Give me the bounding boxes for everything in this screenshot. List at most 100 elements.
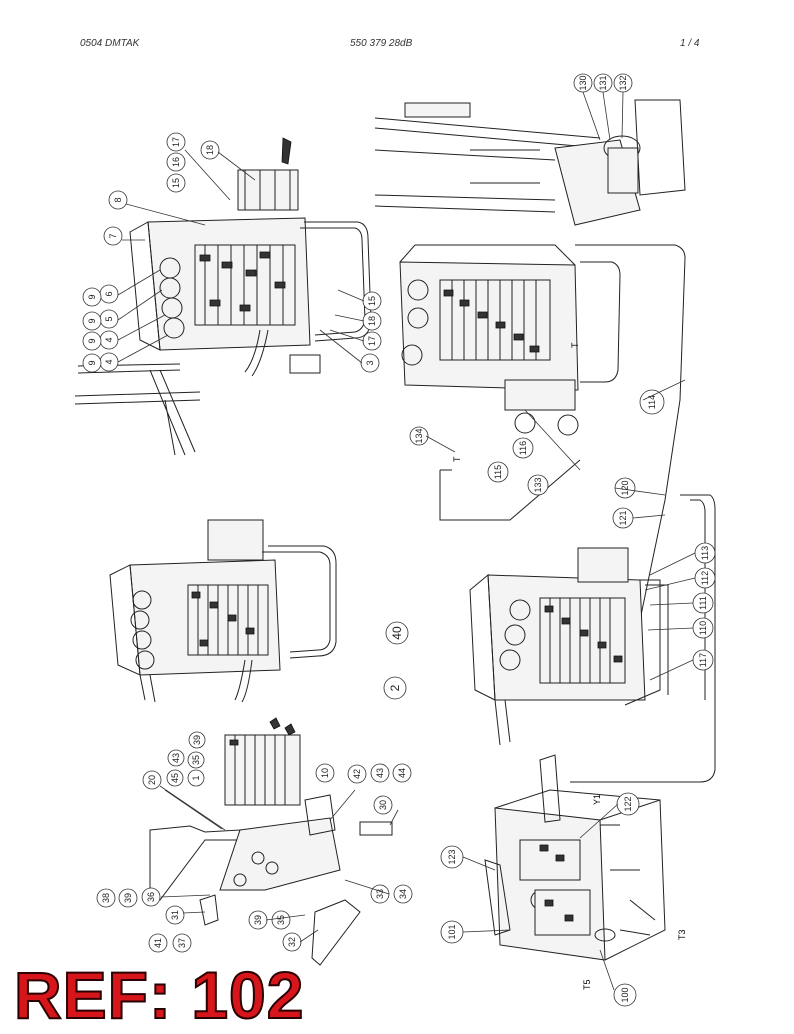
valve-box-assembly-middle-right — [469, 494, 716, 783]
callout-37: 37 — [172, 933, 192, 953]
callout-110-label: 110 — [698, 621, 708, 635]
callout-1: 1 — [187, 769, 205, 787]
callout-39a: 39 — [188, 731, 206, 749]
callout-35a: 35 — [187, 751, 205, 769]
callout-101: 101 — [440, 920, 464, 944]
callout-9a-label: 9 — [87, 294, 97, 299]
label-t5: T5 — [582, 979, 592, 990]
callout-18-label: 18 — [205, 145, 215, 155]
callout-130: 130 — [573, 73, 593, 93]
callout-15b-label: 15 — [367, 296, 377, 306]
callout-134: 134 — [409, 426, 429, 446]
callout-15-label: 15 — [171, 178, 181, 188]
callout-44-label: 44 — [397, 768, 407, 778]
callout-9c-label: 9 — [87, 338, 97, 343]
callout-17: 17 — [166, 132, 186, 152]
callout-39b: 39 — [118, 888, 138, 908]
callout-113-label: 113 — [700, 546, 710, 560]
callout-9a: 9 — [82, 287, 102, 307]
header-doc-code: 0504 DMTAK — [80, 38, 140, 49]
callout-9c: 9 — [82, 331, 102, 351]
callout-35b-label: 35 — [276, 915, 286, 925]
callout-44: 44 — [392, 763, 412, 783]
callout-33: 33 — [370, 884, 390, 904]
callout-17b-label: 17 — [367, 336, 377, 346]
callout-31: 31 — [165, 905, 185, 925]
label-t-134: T — [452, 456, 462, 462]
callout-31-label: 31 — [170, 910, 180, 920]
callout-111: 111 — [692, 592, 714, 614]
callout-110: 110 — [692, 617, 714, 639]
callout-133-label: 133 — [533, 477, 543, 492]
callout-5: 5 — [99, 309, 119, 329]
callout-100-label: 100 — [620, 987, 630, 1002]
callout-6: 6 — [99, 284, 119, 304]
callout-3-label: 3 — [365, 360, 375, 365]
callout-116-label: 116 — [518, 441, 528, 455]
callout-122: 122 — [616, 792, 640, 816]
callout-9b-label: 9 — [87, 318, 97, 323]
callout-42-label: 42 — [352, 769, 362, 779]
callout-6-label: 6 — [104, 291, 114, 296]
callout-8-label: 8 — [113, 197, 123, 202]
callout-133: 133 — [527, 474, 549, 496]
callout-20: 20 — [142, 770, 162, 790]
callout-4b: 4 — [99, 352, 119, 372]
callout-16: 16 — [166, 152, 186, 172]
callout-132-label: 132 — [618, 75, 628, 90]
callout-111-label: 111 — [698, 596, 708, 610]
callout-17b: 17 — [362, 331, 382, 351]
valve-box-assembly-bottom-right — [484, 754, 666, 961]
callout-15: 15 — [166, 173, 186, 193]
callout-114: 114 — [639, 389, 665, 415]
callout-4a-label: 4 — [104, 337, 114, 342]
callout-9d: 9 — [82, 353, 102, 373]
callout-9b: 9 — [82, 311, 102, 331]
callout-38: 38 — [96, 888, 116, 908]
callout-40: 40 — [385, 621, 409, 645]
callout-39c: 39 — [248, 910, 268, 930]
callout-30-label: 30 — [378, 800, 388, 810]
valve-box-assembly-top-left — [74, 137, 372, 456]
callout-4b-label: 4 — [104, 359, 114, 364]
callout-7: 7 — [103, 226, 123, 246]
callout-41-label: 41 — [153, 938, 163, 948]
label-y1: Y1 — [592, 794, 602, 805]
callout-1-label: 1 — [191, 775, 201, 780]
callout-123: 123 — [440, 845, 464, 869]
callout-33-label: 33 — [375, 889, 385, 899]
callout-42: 42 — [347, 764, 367, 784]
callout-123-label: 123 — [447, 849, 457, 864]
callout-43b: 43 — [370, 763, 390, 783]
callout-2: 2 — [383, 676, 407, 700]
callout-121-label: 121 — [618, 510, 628, 525]
callout-114-label: 114 — [647, 395, 657, 409]
callout-131: 131 — [593, 73, 613, 93]
valve-box-assembly-top-right — [374, 99, 686, 621]
callout-18b: 18 — [362, 311, 382, 331]
callout-115: 115 — [487, 461, 509, 483]
callout-112: 112 — [694, 567, 716, 589]
callout-34: 34 — [393, 884, 413, 904]
callout-30: 30 — [373, 795, 393, 815]
callout-5-label: 5 — [104, 316, 114, 321]
callout-35a-label: 35 — [191, 755, 201, 765]
callout-34-label: 34 — [398, 889, 408, 899]
callout-113: 113 — [694, 542, 716, 564]
callout-39b-label: 39 — [123, 893, 133, 903]
callout-39c-label: 39 — [253, 915, 263, 925]
callout-8: 8 — [108, 190, 128, 210]
reference-label: REF: 102 — [13, 958, 305, 1032]
callout-43a-label: 43 — [171, 753, 181, 763]
callout-43b-label: 43 — [375, 768, 385, 778]
callout-45-label: 45 — [170, 773, 180, 783]
callout-20-label: 20 — [147, 775, 157, 785]
callout-131-label: 131 — [598, 75, 608, 90]
callout-122-label: 122 — [623, 796, 633, 811]
header-page-number: 1 / 4 — [680, 38, 700, 49]
callout-117-label: 117 — [698, 653, 708, 667]
callout-36: 36 — [141, 887, 161, 907]
callout-132: 132 — [613, 73, 633, 93]
callout-39a-label: 39 — [192, 735, 202, 745]
callout-41: 41 — [148, 933, 168, 953]
